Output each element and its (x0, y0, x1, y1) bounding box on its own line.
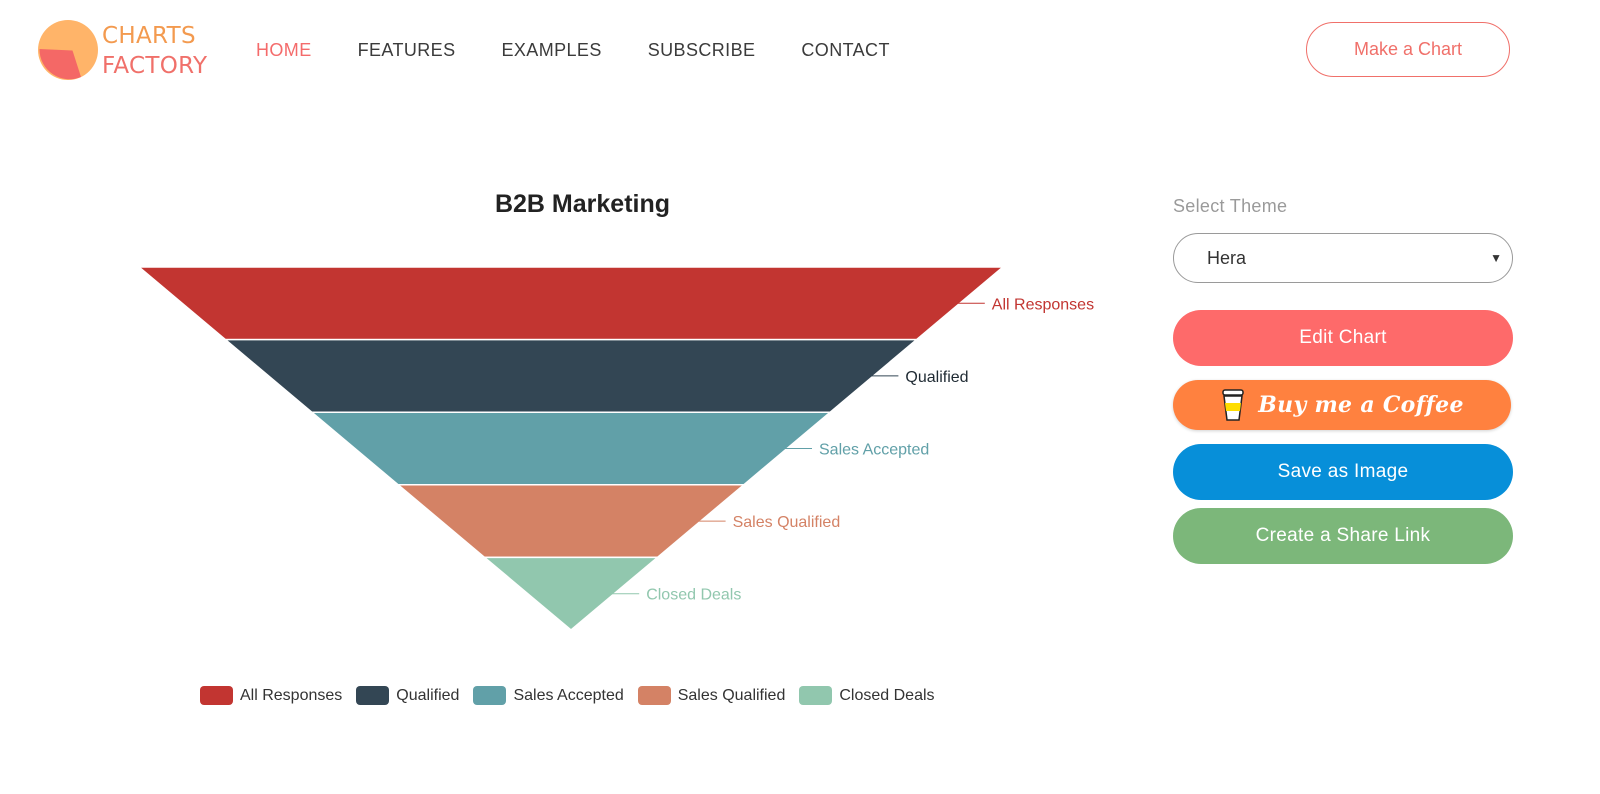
header: CHARTS FACTORY HOME FEATURES EXAMPLES SU… (0, 0, 1600, 100)
legend-swatch (356, 686, 390, 705)
chart-legend: All Responses Qualified Sales Accepted Sale… (200, 686, 949, 705)
logo-text: CHARTS FACTORY (102, 21, 207, 81)
funnel-label-qualified: Qualified (905, 369, 968, 386)
funnel-label-closed-deals: Closed Deals (646, 587, 741, 604)
legend-label: Closed Deals (839, 686, 935, 704)
funnel-segment-sales-accepted[interactable] (309, 411, 833, 486)
nav-features[interactable]: FEATURES (357, 40, 456, 60)
chart-title: B2B Marketing (494, 190, 671, 218)
funnel-segment-all-responses[interactable] (136, 266, 1006, 341)
legend-swatch (637, 686, 671, 705)
legend-item-sales-qualified[interactable]: Sales Qualified (637, 686, 786, 705)
save-image-button[interactable]: Save as Image (1173, 444, 1513, 500)
theme-select-value: Hera (1207, 248, 1247, 268)
legend-label: Qualified (396, 686, 460, 704)
nav-home[interactable]: HOME (256, 40, 312, 60)
legend-item-closed-deals[interactable]: Closed Deals (799, 686, 935, 705)
nav-subscribe[interactable]: SUBSCRIBE (647, 40, 756, 60)
legend-item-sales-accepted[interactable]: Sales Accepted (473, 686, 624, 705)
legend-swatch (473, 686, 507, 705)
logo-line1: CHARTS (102, 23, 196, 49)
funnel-segment-sales-qualified[interactable] (396, 484, 746, 559)
chevron-down-icon: ▼ (1490, 251, 1502, 265)
logo-line2: FACTORY (102, 53, 208, 79)
nav-examples[interactable]: EXAMPLES (501, 40, 602, 60)
funnel-label-all-responses: All Responses (992, 296, 1094, 313)
legend-label: All Responses (240, 686, 343, 704)
legend-item-qualified[interactable]: Qualified (356, 686, 459, 705)
share-link-button[interactable]: Create a Share Link (1173, 508, 1513, 564)
edit-chart-button[interactable]: Edit Chart (1173, 310, 1513, 366)
funnel-segment-qualified[interactable] (223, 338, 919, 413)
legend-swatch (200, 686, 233, 705)
coffee-cup-icon (1222, 389, 1244, 421)
side-panel: Select Theme Hera ▼ Edit Chart Buy me a … (1173, 196, 1513, 564)
nav-contact[interactable]: CONTACT (801, 40, 890, 60)
logo-mark-icon (38, 20, 98, 80)
theme-select[interactable]: Hera ▼ (1173, 233, 1513, 283)
legend-swatch (799, 686, 833, 705)
legend-label: Sales Qualified (677, 686, 786, 704)
main-nav: HOME FEATURES EXAMPLES SUBSCRIBE CONTACT (256, 38, 936, 62)
theme-label: Select Theme (1173, 196, 1288, 216)
funnel-label-sales-accepted: Sales Accepted (819, 442, 929, 459)
logo[interactable]: CHARTS FACTORY (38, 20, 228, 82)
buy-coffee-button[interactable]: Buy me a Coffee (1173, 380, 1511, 430)
buy-coffee-label: Buy me a Coffee (1258, 392, 1464, 418)
legend-item-all-responses[interactable]: All Responses (200, 686, 342, 705)
make-chart-button[interactable]: Make a Chart (1306, 22, 1510, 77)
funnel-label-sales-qualified: Sales Qualified (733, 514, 841, 531)
legend-label: Sales Accepted (513, 686, 624, 704)
